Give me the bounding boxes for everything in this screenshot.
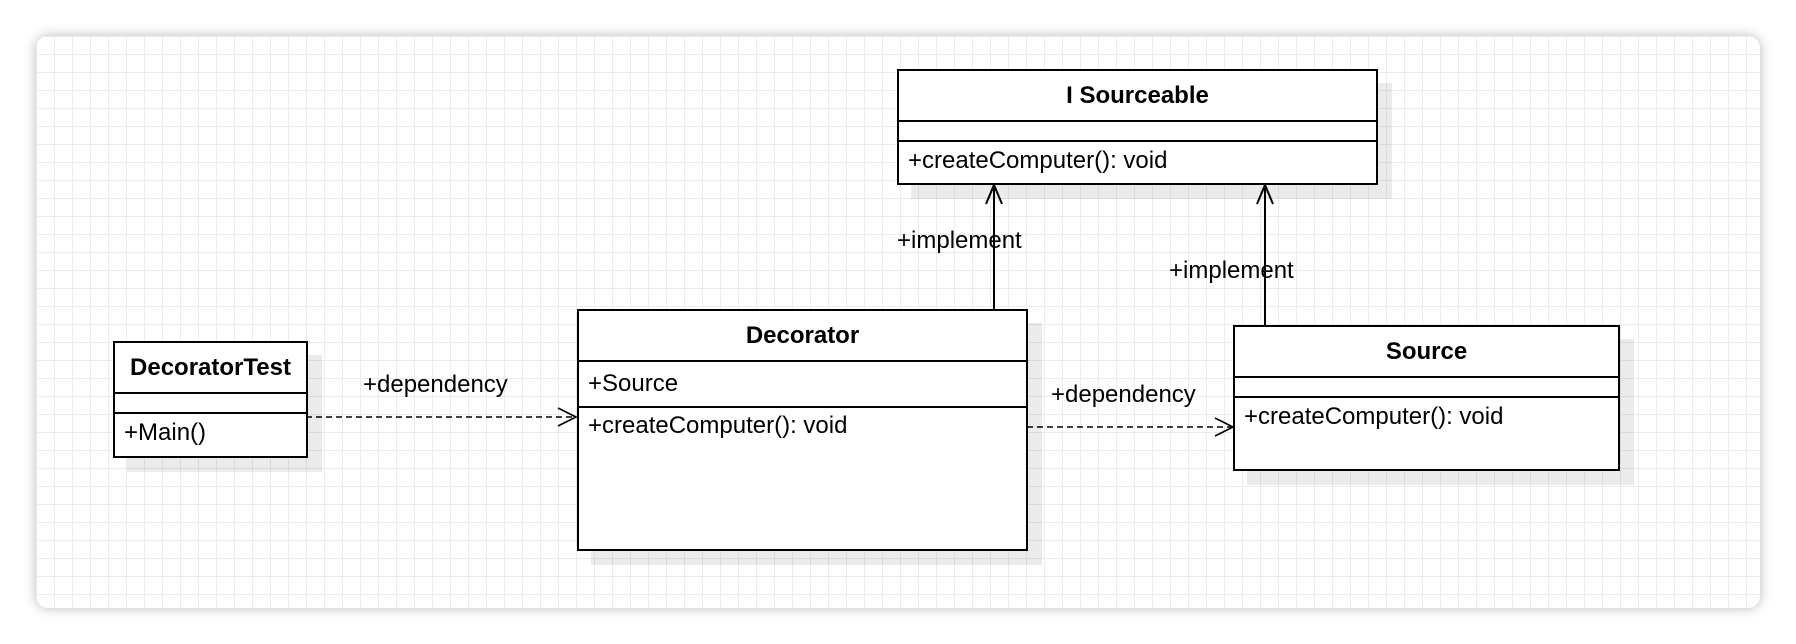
- attributes-compartment: [899, 122, 1376, 142]
- operation: +createComputer(): void: [908, 147, 1168, 174]
- connector-layer: [306, 182, 1274, 437]
- class-isourceable[interactable]: I Sourceable +createComputer(): void: [897, 69, 1378, 185]
- class-name: Source: [1235, 327, 1618, 378]
- class-source[interactable]: Source +createComputer(): void: [1233, 325, 1620, 471]
- class-name: I Sourceable: [899, 71, 1376, 122]
- attributes-compartment: [115, 394, 306, 414]
- diagram-canvas: I Sourceable +createComputer(): void Dec…: [36, 36, 1760, 608]
- attribute: +Source: [579, 362, 1026, 408]
- class-name: DecoratorTest: [115, 343, 306, 394]
- attributes-compartment: [1235, 378, 1618, 398]
- dependency-label-test-decorator: +dependency: [363, 371, 508, 398]
- operation: +createComputer(): void: [1244, 403, 1504, 430]
- implement-label-decorator: +implement: [897, 227, 1022, 254]
- class-decorator[interactable]: Decorator +Source +createComputer(): voi…: [577, 309, 1028, 551]
- operation: +Main(): [124, 419, 207, 446]
- class-name: Decorator: [579, 311, 1026, 362]
- open-arrowhead-interface-left: [985, 182, 1003, 205]
- dependency-label-decorator-source: +dependency: [1051, 381, 1196, 408]
- implement-label-source: +implement: [1169, 257, 1294, 284]
- class-decoratortest[interactable]: DecoratorTest +Main(): [113, 341, 308, 458]
- open-arrowhead-decorator: [557, 407, 578, 427]
- open-arrowhead-interface-right: [1256, 182, 1274, 205]
- operation: +createComputer(): void: [588, 412, 848, 439]
